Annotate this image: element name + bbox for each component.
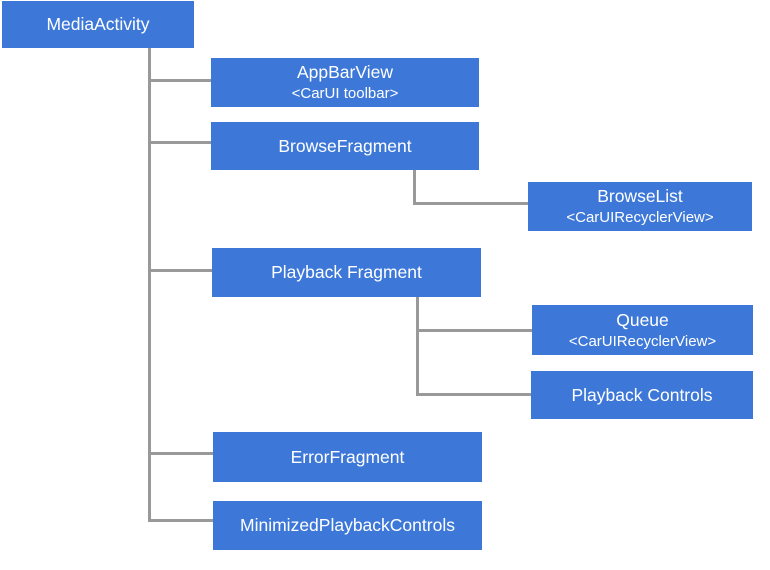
node-browselist-sublabel: <CarUIRecyclerView> — [566, 209, 714, 227]
connector-branch-minimized — [148, 519, 213, 522]
node-appbarview-sublabel: <CarUI toolbar> — [291, 85, 399, 103]
connector-branch-browselist — [413, 202, 528, 205]
connector-branch-playbackfragment — [148, 269, 212, 272]
node-playbackcontrols-label: Playback Controls — [571, 384, 713, 405]
connector-branch-queue — [416, 329, 532, 332]
connector-browse-child-vertical — [413, 170, 416, 205]
connector-branch-errorfragment — [148, 452, 213, 455]
node-minimizedplaybackcontrols: MinimizedPlaybackControls — [213, 501, 482, 550]
connector-playback-child-vertical — [416, 297, 419, 396]
node-queue: Queue <CarUIRecyclerView> — [532, 305, 753, 355]
node-appbarview-label: AppBarView — [297, 62, 393, 83]
connector-branch-appbarview — [148, 79, 211, 82]
node-mediaactivity-label: MediaActivity — [46, 14, 150, 35]
node-errorfragment: ErrorFragment — [213, 432, 482, 482]
node-playbackfragment: Playback Fragment — [212, 248, 481, 297]
node-mediaactivity: MediaActivity — [2, 1, 194, 48]
node-appbarview: AppBarView <CarUI toolbar> — [211, 58, 479, 107]
node-browselist: BrowseList <CarUIRecyclerView> — [528, 182, 752, 231]
connector-branch-browsefragment — [148, 141, 211, 144]
node-browselist-label: BrowseList — [597, 186, 683, 207]
node-queue-sublabel: <CarUIRecyclerView> — [568, 332, 717, 350]
node-browsefragment: BrowseFragment — [211, 122, 479, 170]
node-playbackcontrols: Playback Controls — [531, 371, 753, 419]
node-minimizedplaybackcontrols-label: MinimizedPlaybackControls — [240, 515, 455, 536]
node-browsefragment-label: BrowseFragment — [278, 135, 412, 156]
node-errorfragment-label: ErrorFragment — [290, 446, 405, 467]
connector-branch-playbackcontrols — [416, 393, 531, 396]
node-queue-label: Queue — [616, 309, 669, 330]
connector-trunk-vertical — [148, 47, 151, 522]
node-playbackfragment-label: Playback Fragment — [271, 262, 422, 283]
